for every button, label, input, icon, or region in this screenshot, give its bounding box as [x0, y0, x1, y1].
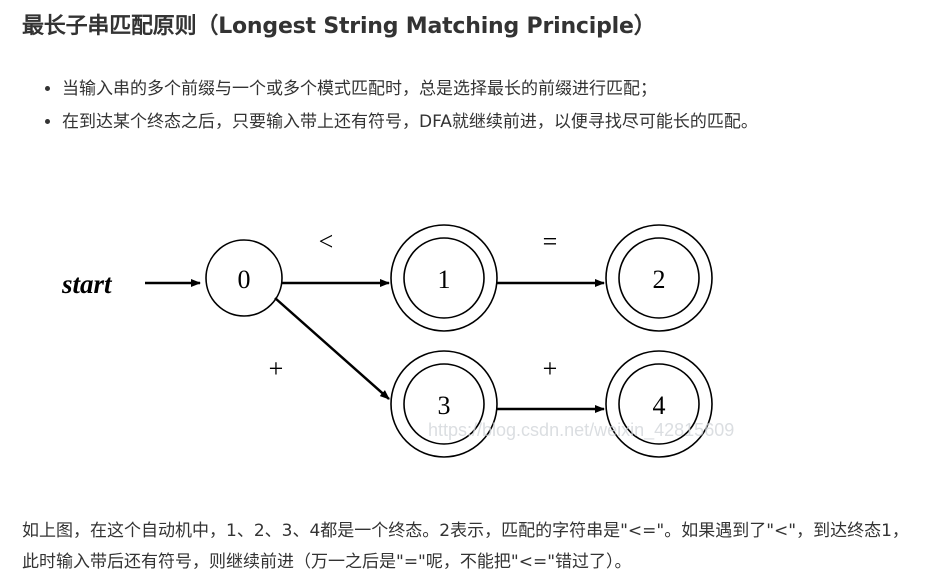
- state-0: 0: [205, 239, 283, 317]
- dfa-diagram: start 0 1 2 3 4 < = + +: [61, 224, 713, 458]
- section-title: 最长子串匹配原则（Longest String Matching Princip…: [22, 14, 656, 39]
- state-4-label: 4: [653, 391, 666, 420]
- state-1: 1: [390, 224, 498, 332]
- transition-0-3-label: +: [269, 354, 284, 383]
- watermark: https://blog.csdn.net/weixin_42815609: [428, 420, 735, 440]
- transition-3-4-label: +: [543, 354, 558, 383]
- bullet-list: 当输入串的多个前缀与一个或多个模式匹配时，总是选择最长的前缀进行匹配； 在到达某…: [36, 73, 758, 139]
- state-0-label: 0: [238, 265, 251, 294]
- state-2-label: 2: [653, 265, 666, 294]
- transition-1-2-label: =: [543, 227, 558, 256]
- state-3: 3: [390, 350, 498, 458]
- transition-0-3: [274, 297, 390, 400]
- transition-0-1-label: <: [319, 227, 334, 256]
- start-label: start: [61, 269, 113, 299]
- state-4: 4: [605, 350, 713, 458]
- state-3-label: 3: [438, 391, 451, 420]
- state-1-label: 1: [438, 265, 451, 294]
- explanation-paragraph: 如上图，在这个自动机中，1、2、3、4都是一个终态。2表示，匹配的字符串是"<=…: [22, 521, 909, 572]
- bullet-item: 当输入串的多个前缀与一个或多个模式匹配时，总是选择最长的前缀进行匹配；: [62, 73, 758, 106]
- state-2: 2: [605, 224, 713, 332]
- bullet-item: 在到达某个终态之后，只要输入带上还有符号，DFA就继续前进，以便寻找尽可能长的匹…: [62, 106, 758, 139]
